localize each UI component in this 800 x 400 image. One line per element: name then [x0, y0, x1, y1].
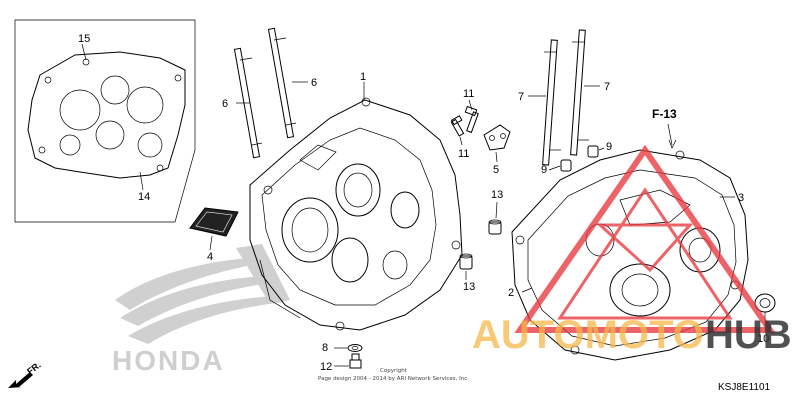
callout-6-right: 6: [311, 77, 317, 89]
sealing-washer-8: [347, 344, 363, 352]
callout-11-top: 11: [463, 88, 474, 100]
callout-7-right: 7: [604, 81, 610, 93]
inset-gasket: [27, 51, 186, 179]
callout-7-left: 7: [518, 91, 524, 103]
stud-bolt-7-left: [542, 39, 561, 166]
dowel-9-right: [587, 145, 599, 158]
watermark-text-part1: AUTOMOTO: [472, 313, 704, 357]
reference-label: F-13: [652, 107, 677, 121]
callout-5: 5: [493, 164, 499, 176]
honda-logo-text: HONDA: [112, 345, 225, 376]
dowel-pin-13-lower: [459, 253, 473, 270]
honda-wing-logo: [115, 244, 290, 344]
inset-frame: [14, 19, 196, 223]
dowel-9-left: [560, 159, 572, 172]
callout-2: 2: [508, 287, 514, 299]
callout-13-lower: 13: [463, 281, 475, 293]
callout-3: 3: [738, 192, 744, 204]
callout-6-left: 6: [222, 98, 228, 110]
stud-bolt-7-right: [570, 29, 589, 156]
watermark-text-part2: HUB: [705, 313, 792, 357]
callout-4: 4: [207, 251, 213, 263]
dowel-pin-13-upper: [488, 219, 502, 235]
plate-5: [483, 124, 511, 151]
copyright-line-2: Page design 2004 - 2014 by ARI Network S…: [318, 376, 469, 382]
diagram-code: KSJ8E1101: [718, 382, 771, 393]
copyright-line-1: Copyright: [380, 368, 408, 374]
bolt-11-top: [464, 105, 479, 134]
drain-bolt-12: [349, 353, 362, 369]
stud-bolt-6-left: [233, 47, 263, 159]
callout-13-upper: 13: [491, 189, 503, 201]
stud-bolt-6-right: [267, 27, 297, 139]
callout-8: 8: [322, 342, 328, 354]
bolt-11-bottom: [450, 115, 465, 137]
callout-15: 15: [78, 33, 90, 45]
callout-11-bottom: 11: [458, 148, 469, 160]
gasket-4: [189, 207, 239, 237]
callout-12: 12: [320, 361, 332, 373]
callout-9-left: 9: [541, 164, 547, 176]
left-crankcase: [249, 97, 463, 331]
callout-14: 14: [138, 191, 150, 203]
callout-9-right: 9: [606, 141, 612, 153]
callout-1: 1: [360, 71, 366, 83]
callout-10: 10: [757, 333, 769, 345]
watermark-logo: [514, 144, 776, 333]
front-direction-arrow-icon: [8, 372, 33, 388]
